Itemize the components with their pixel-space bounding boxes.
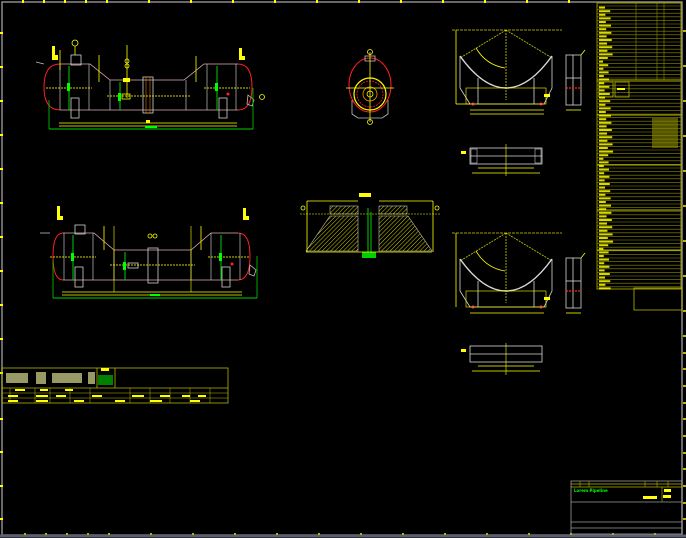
specification-table[interactable] (596, 2, 683, 311)
title-block[interactable] (570, 480, 683, 535)
nozzle-table[interactable] (1, 367, 229, 404)
vessel-end-view[interactable] (346, 49, 394, 125)
title-block-company-label: Lorem Pipeline (574, 488, 608, 493)
saddle-support-b[interactable] (452, 232, 586, 375)
flange-section-view[interactable] (300, 193, 440, 258)
vessel-elevation-top[interactable] (35, 39, 265, 130)
saddle-support-a[interactable] (452, 29, 586, 176)
vessel-elevation-bottom[interactable] (40, 206, 258, 299)
